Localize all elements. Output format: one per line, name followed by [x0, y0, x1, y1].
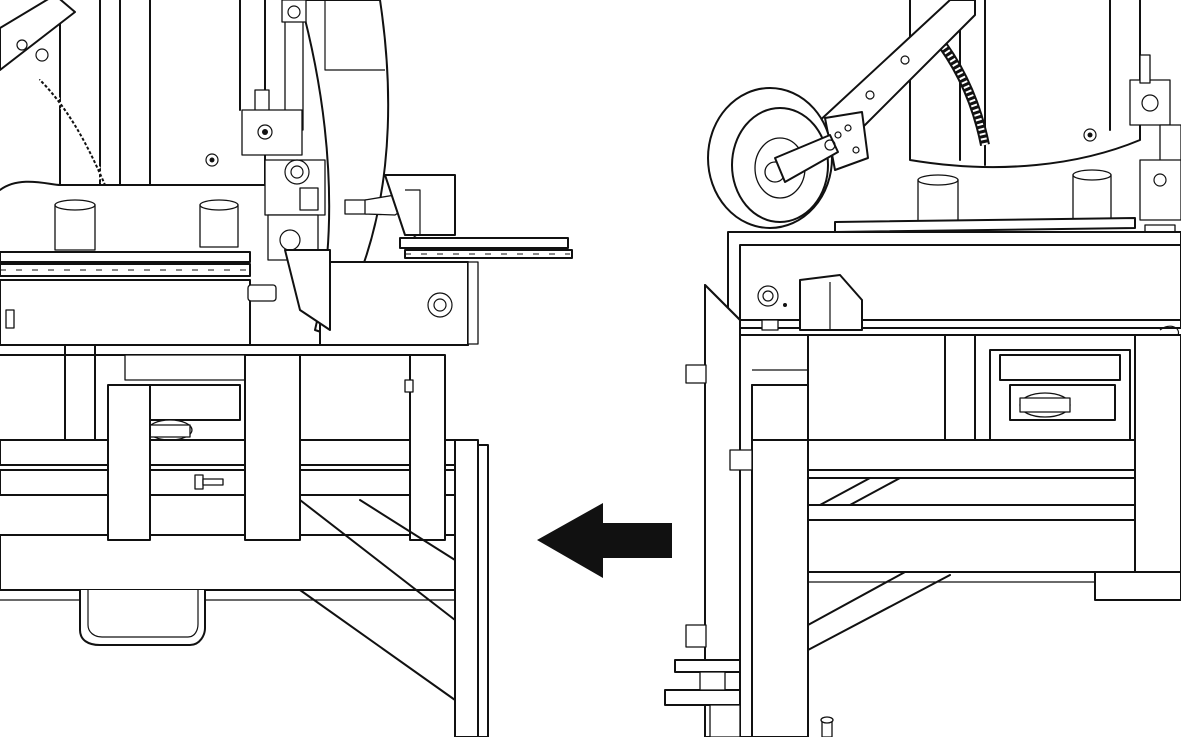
- right-front-leg: [685, 284, 809, 737]
- left-under-frame: [0, 344, 416, 441]
- left-brace-arm: [0, 0, 76, 71]
- right-view: [664, 0, 1181, 737]
- right-table-rollers: [917, 169, 1112, 223]
- right-foot-plates: [664, 659, 834, 737]
- right-arm: [814, 0, 976, 171]
- left-lower-beams: [0, 439, 456, 601]
- left-foot-bracket: [79, 590, 206, 646]
- left-table-rollers: [54, 199, 239, 251]
- right-wheel: [707, 87, 839, 229]
- left-main-beam: [0, 249, 479, 346]
- left-roller-block: [264, 159, 326, 261]
- left-arrow-icon: [537, 503, 672, 578]
- right-diagonal-braces: [807, 477, 951, 651]
- left-diagonal-brace: [299, 499, 456, 701]
- left-hose: [37, 77, 108, 187]
- left-side-plate: [384, 174, 456, 236]
- right-lower-beams: [807, 439, 1181, 583]
- left-actuator: [241, 0, 307, 156]
- direction-arrow: [537, 503, 672, 578]
- right-under-frame: [944, 325, 1181, 601]
- left-table-rails: [0, 237, 573, 277]
- left-view: [0, 0, 573, 737]
- right-main-body: [727, 231, 1181, 336]
- left-vertical-posts: [107, 354, 489, 737]
